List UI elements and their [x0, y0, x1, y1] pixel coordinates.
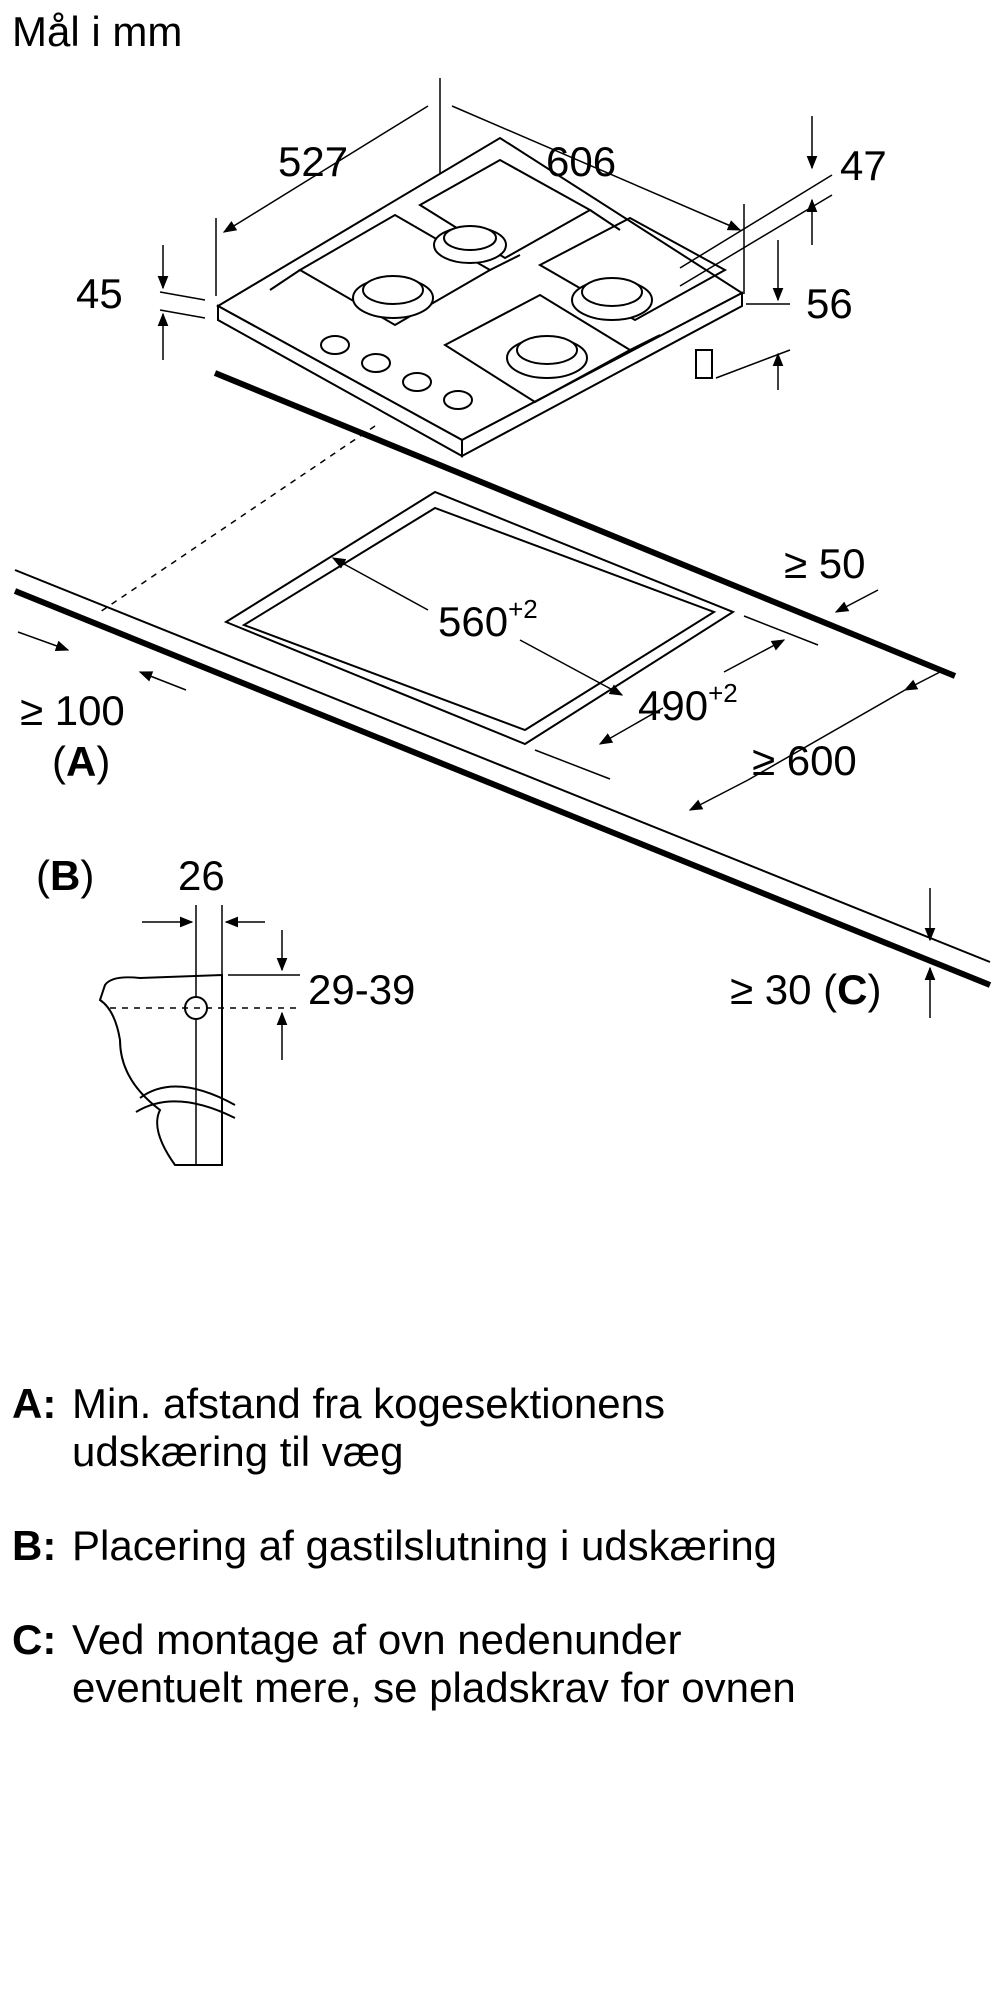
clearance-dimensions: ≥ 50 ≥ 100 (A) ≥ 600 ≥ 30 (C) [17, 540, 941, 1018]
dim-min-600: ≥ 600 [752, 737, 857, 784]
legend-text-b: Placering af gastilslutning i udskæring [72, 1522, 778, 1569]
svg-text:≥ 30 (C): ≥ 30 (C) [730, 966, 881, 1013]
legend-text-c: Ved montage af ovn nedenunder eventuelt … [72, 1616, 796, 1711]
dim-490-tolerance: +2 [708, 678, 738, 708]
gas-connector-icon [695, 349, 713, 379]
dim-26: 26 [178, 852, 225, 899]
knob-icon [361, 353, 391, 373]
dim-560-tolerance: +2 [508, 594, 538, 624]
dim-490: 490 [638, 682, 708, 729]
detail-b: (B) 26 29-39 [36, 852, 415, 1166]
burner-back-right [571, 277, 653, 321]
dim-min-50: ≥ 50 [784, 540, 865, 587]
knob-icon [320, 335, 350, 355]
legend-key-b: B: [12, 1522, 57, 1569]
dim-56: 56 [806, 280, 853, 327]
worktop [13, 370, 992, 988]
knob-icon [443, 390, 473, 410]
dim-min-30: ≥ 30 [730, 966, 811, 1013]
cutout-dimensions: 560+2 490+2 [331, 557, 819, 780]
legend-text-a: Min. afstand fra kogesektionens udskærin… [72, 1380, 666, 1475]
burner-back-left [433, 225, 507, 264]
knob-icon [402, 372, 432, 392]
dim-606: 606 [546, 138, 616, 185]
dim-min-100: ≥ 100 [20, 687, 125, 734]
dim-560: 560 [438, 598, 508, 645]
marker-b: B [50, 852, 80, 899]
burner-front-right [506, 335, 588, 379]
marker-a: A [66, 738, 96, 785]
legend-key-a: A: [12, 1380, 57, 1427]
marker-c: C [837, 966, 867, 1013]
dim-29-39: 29-39 [308, 966, 415, 1013]
hob-dimensions: 527 606 47 45 56 [76, 78, 887, 390]
legend-key-c: C: [12, 1616, 57, 1663]
svg-text:560+2: 560+2 [438, 594, 538, 645]
svg-text:(A): (A) [52, 738, 110, 785]
gas-hob [215, 136, 744, 458]
svg-text:490+2: 490+2 [638, 678, 738, 729]
units-title: Mål i mm [12, 8, 182, 55]
dim-47: 47 [840, 142, 887, 189]
burner-front-left [352, 275, 434, 319]
svg-text:(B): (B) [36, 852, 94, 899]
dim-527: 527 [278, 138, 348, 185]
control-knobs [320, 335, 473, 410]
dim-45: 45 [76, 270, 123, 317]
cutout [223, 490, 736, 746]
